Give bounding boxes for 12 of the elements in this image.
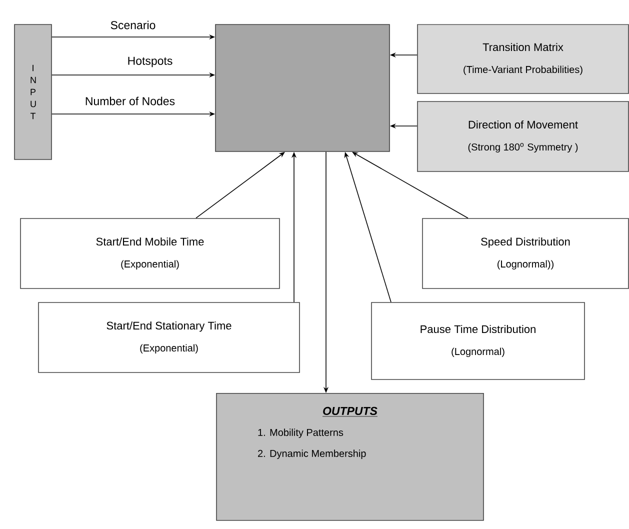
edge-label: Hotspots	[126, 56, 174, 68]
parameter-box: Start/End Stationary Time (Exponential)	[38, 302, 300, 373]
parameter-box: Speed Distribution (Lognormal))	[422, 218, 629, 289]
output-box: OUTPUTS 1. Mobility Patterns 2. Dynamic Membership	[216, 393, 484, 521]
generator-box	[215, 24, 390, 152]
parameter-box: Direction of Movement (Strong 180$^{o}$ Symmetry )	[417, 101, 629, 172]
edge-label: Scenario	[109, 20, 157, 30]
edge-label: Number of Nodes	[84, 96, 176, 106]
parameter-box: Transition Matrix (Time-Variant Probabilities)	[417, 24, 629, 94]
input-box: I N P U T	[14, 24, 52, 160]
parameter-box: Start/End Mobile Time (Exponential)	[20, 218, 280, 289]
parameter-box: Pause Time Distribution (Lognormal)	[371, 302, 585, 380]
